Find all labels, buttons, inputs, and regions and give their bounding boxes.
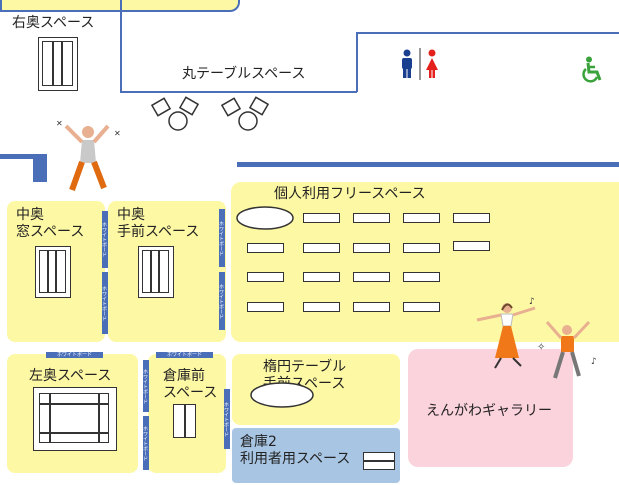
top-wall-horizontal [120, 91, 357, 93]
whiteboard-mid-2: ホワイトボード [102, 272, 108, 334]
whiteboard-storage-left-2: ホワイトボード [143, 416, 149, 470]
right-back-label: 右奥スペース [12, 15, 95, 31]
engawa-gallery-label: えんがわギャラリー [426, 403, 552, 419]
middle-front-label-2: 手前スペース [117, 224, 200, 240]
whiteboard-storage-left-1: ホワイトボード [143, 360, 149, 412]
storage2-desk [363, 452, 395, 470]
left-wall [0, 154, 40, 159]
restroom-female-icon [426, 49, 438, 78]
individual-free-label: 個人利用フリースペース [274, 186, 426, 202]
round-table-label: 丸テーブルスペース [182, 66, 306, 82]
ellipse-table-free [236, 206, 294, 230]
top-wall-step [356, 32, 358, 92]
svg-text:♪: ♪ [591, 357, 597, 367]
svg-text:✧: ✧ [537, 342, 545, 353]
desk [303, 213, 340, 223]
engawa-gallery-zone [408, 349, 573, 467]
round-table-chairs-1 [150, 96, 200, 131]
storage-front-label-1: 倉庫前 [163, 368, 205, 384]
individual-free-zone [231, 182, 619, 342]
right-wall [237, 162, 619, 167]
desk [247, 272, 284, 282]
cheering-child-icon: ♪ ✧ [537, 320, 597, 379]
ellipse-table-label-1: 楕円テーブル [263, 359, 347, 375]
whiteboard-mid-1: ホワイトボード [102, 211, 108, 268]
desk [453, 213, 490, 223]
middle-front-label-1: 中奥 [117, 207, 145, 223]
storage2-label-2: 利用者用スペース [240, 451, 351, 467]
desk [303, 302, 340, 312]
round-table-chairs-2 [220, 96, 270, 131]
desk [353, 272, 390, 282]
dancing-woman-icon: ♪ [476, 297, 536, 369]
desk [453, 241, 490, 251]
right-back-table [38, 37, 78, 91]
whiteboard-right-1: ホワイトボード [219, 209, 225, 267]
left-back-label: 左奥スペース [29, 368, 112, 384]
desk [303, 272, 340, 282]
ellipse-table [250, 382, 314, 408]
desk [403, 272, 440, 282]
desk [353, 243, 390, 253]
wheelchair-icon [582, 56, 602, 83]
top-wall-right [356, 32, 619, 34]
svg-text:♪: ♪ [529, 297, 535, 307]
desk [303, 243, 340, 253]
whiteboard-left-back-top: ホワイトボード [46, 352, 103, 358]
desk [247, 302, 284, 312]
desk [403, 213, 440, 223]
desk [403, 302, 440, 312]
storage-front-table [173, 404, 196, 438]
desk [353, 213, 390, 223]
middle-window-table [35, 246, 71, 298]
desk [403, 243, 440, 253]
whiteboard-storage-top: ホワイトボード [156, 352, 213, 358]
middle-window-label-1: 中奥 [16, 207, 44, 223]
svg-text:✕: ✕ [56, 119, 63, 128]
whiteboard-right-2: ホワイトボード [219, 272, 225, 330]
top-wall-vertical [120, 0, 122, 92]
restroom-male-icon [402, 49, 412, 78]
storage2-label-1: 倉庫2 [240, 434, 277, 450]
middle-front-table [138, 246, 174, 298]
whiteboard-storage-right: ホワイトボード [224, 389, 230, 449]
desk [353, 302, 390, 312]
desk [247, 243, 284, 253]
restroom-divider [419, 48, 421, 80]
left-back-table [33, 387, 117, 451]
svg-text:✕: ✕ [114, 129, 121, 138]
middle-window-label-2: 窓スペース [16, 224, 85, 240]
storage-front-label-2: スペース [163, 385, 218, 401]
left-wall-block [33, 154, 47, 182]
jumping-person-icon: ✕ ✕ [56, 119, 121, 192]
